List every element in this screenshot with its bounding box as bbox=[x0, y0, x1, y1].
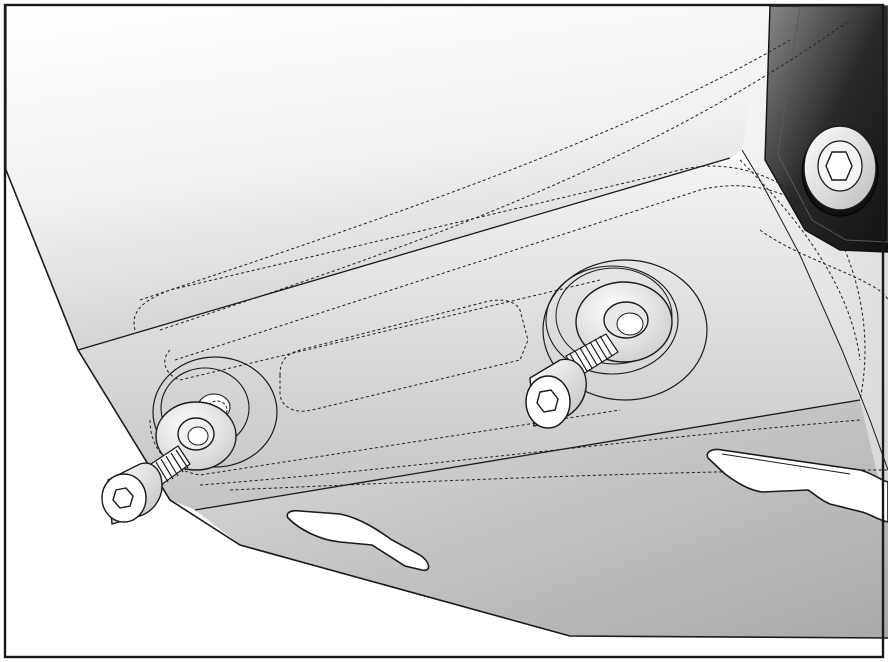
left-bolt-head bbox=[101, 462, 163, 525]
fold-line-upper bbox=[77, 157, 731, 351]
plate-left-chamfer bbox=[6, 170, 240, 545]
slot-right-edge bbox=[721, 453, 851, 475]
center-bolt-head bbox=[525, 358, 587, 429]
frame-border bbox=[3, 3, 885, 659]
plate-top-surface bbox=[6, 6, 770, 350]
bracket-bolt bbox=[801, 125, 879, 217]
slot-cutout-left bbox=[286, 509, 430, 572]
plate-outline bbox=[5, 169, 888, 639]
slot-cutout-right bbox=[706, 448, 888, 523]
hex-socket-icon bbox=[825, 151, 853, 181]
fold-line-lower bbox=[194, 399, 861, 511]
fold-line-right bbox=[741, 149, 888, 471]
hex-socket-icon bbox=[536, 389, 559, 413]
bracket-inner-rim bbox=[777, 5, 888, 243]
plate-front-face bbox=[78, 158, 860, 510]
hex-socket-icon bbox=[112, 487, 134, 509]
